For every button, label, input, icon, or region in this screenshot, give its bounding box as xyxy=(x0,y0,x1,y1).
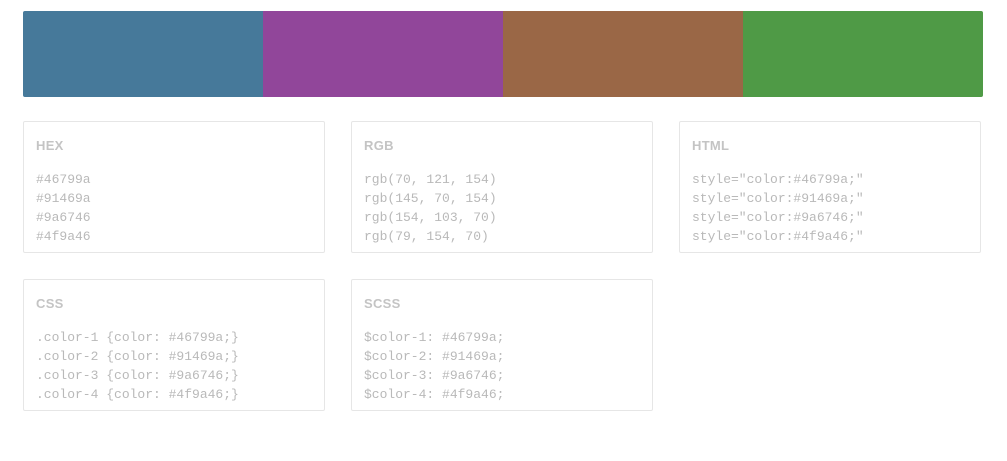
html-line: style="color:#91469a;" xyxy=(692,191,864,206)
css-line: .color-2 {color: #91469a;} xyxy=(36,349,239,364)
scss-card-title: SCSS xyxy=(364,296,401,311)
hex-line: #91469a xyxy=(36,191,91,206)
html-line: style="color:#4f9a46;" xyxy=(692,229,864,244)
hex-card-title: HEX xyxy=(36,138,64,153)
rgb-line: rgb(70, 121, 154) xyxy=(364,172,497,187)
color-swatch-3[interactable] xyxy=(503,11,743,97)
rgb-line: rgb(79, 154, 70) xyxy=(364,229,489,244)
css-line: .color-4 {color: #4f9a46;} xyxy=(36,387,239,402)
rgb-code-block[interactable]: rgb(70, 121, 154) rgb(145, 70, 154) rgb(… xyxy=(364,170,640,246)
html-card-title: HTML xyxy=(692,138,730,153)
css-line: .color-1 {color: #46799a;} xyxy=(36,330,239,345)
hex-line: #9a6746 xyxy=(36,210,91,225)
html-card: HTML style="color:#46799a;" style="color… xyxy=(679,121,981,253)
scss-code-block[interactable]: $color-1: #46799a; $color-2: #91469a; $c… xyxy=(364,328,640,404)
hex-line: #46799a xyxy=(36,172,91,187)
css-card-title: CSS xyxy=(36,296,64,311)
rgb-line: rgb(154, 103, 70) xyxy=(364,210,497,225)
html-code-block[interactable]: style="color:#46799a;" style="color:#914… xyxy=(692,170,968,246)
css-card: CSS .color-1 {color: #46799a;} .color-2 … xyxy=(23,279,325,411)
rgb-card: RGB rgb(70, 121, 154) rgb(145, 70, 154) … xyxy=(351,121,653,253)
scss-line: $color-1: #46799a; xyxy=(364,330,505,345)
color-swatch-2[interactable] xyxy=(263,11,503,97)
hex-line: #4f9a46 xyxy=(36,229,91,244)
color-swatch-4[interactable] xyxy=(743,11,983,97)
scss-card: SCSS $color-1: #46799a; $color-2: #91469… xyxy=(351,279,653,411)
css-line: .color-3 {color: #9a6746;} xyxy=(36,368,239,383)
color-swatch-1[interactable] xyxy=(23,11,263,97)
rgb-card-title: RGB xyxy=(364,138,394,153)
html-line: style="color:#46799a;" xyxy=(692,172,864,187)
rgb-line: rgb(145, 70, 154) xyxy=(364,191,497,206)
scss-line: $color-4: #4f9a46; xyxy=(364,387,505,402)
css-code-block[interactable]: .color-1 {color: #46799a;} .color-2 {col… xyxy=(36,328,312,404)
scss-line: $color-2: #91469a; xyxy=(364,349,505,364)
hex-card: HEX #46799a #91469a #9a6746 #4f9a46 xyxy=(23,121,325,253)
hex-code-block[interactable]: #46799a #91469a #9a6746 #4f9a46 xyxy=(36,170,312,246)
html-line: style="color:#9a6746;" xyxy=(692,210,864,225)
scss-line: $color-3: #9a6746; xyxy=(364,368,505,383)
color-palette xyxy=(23,11,983,97)
